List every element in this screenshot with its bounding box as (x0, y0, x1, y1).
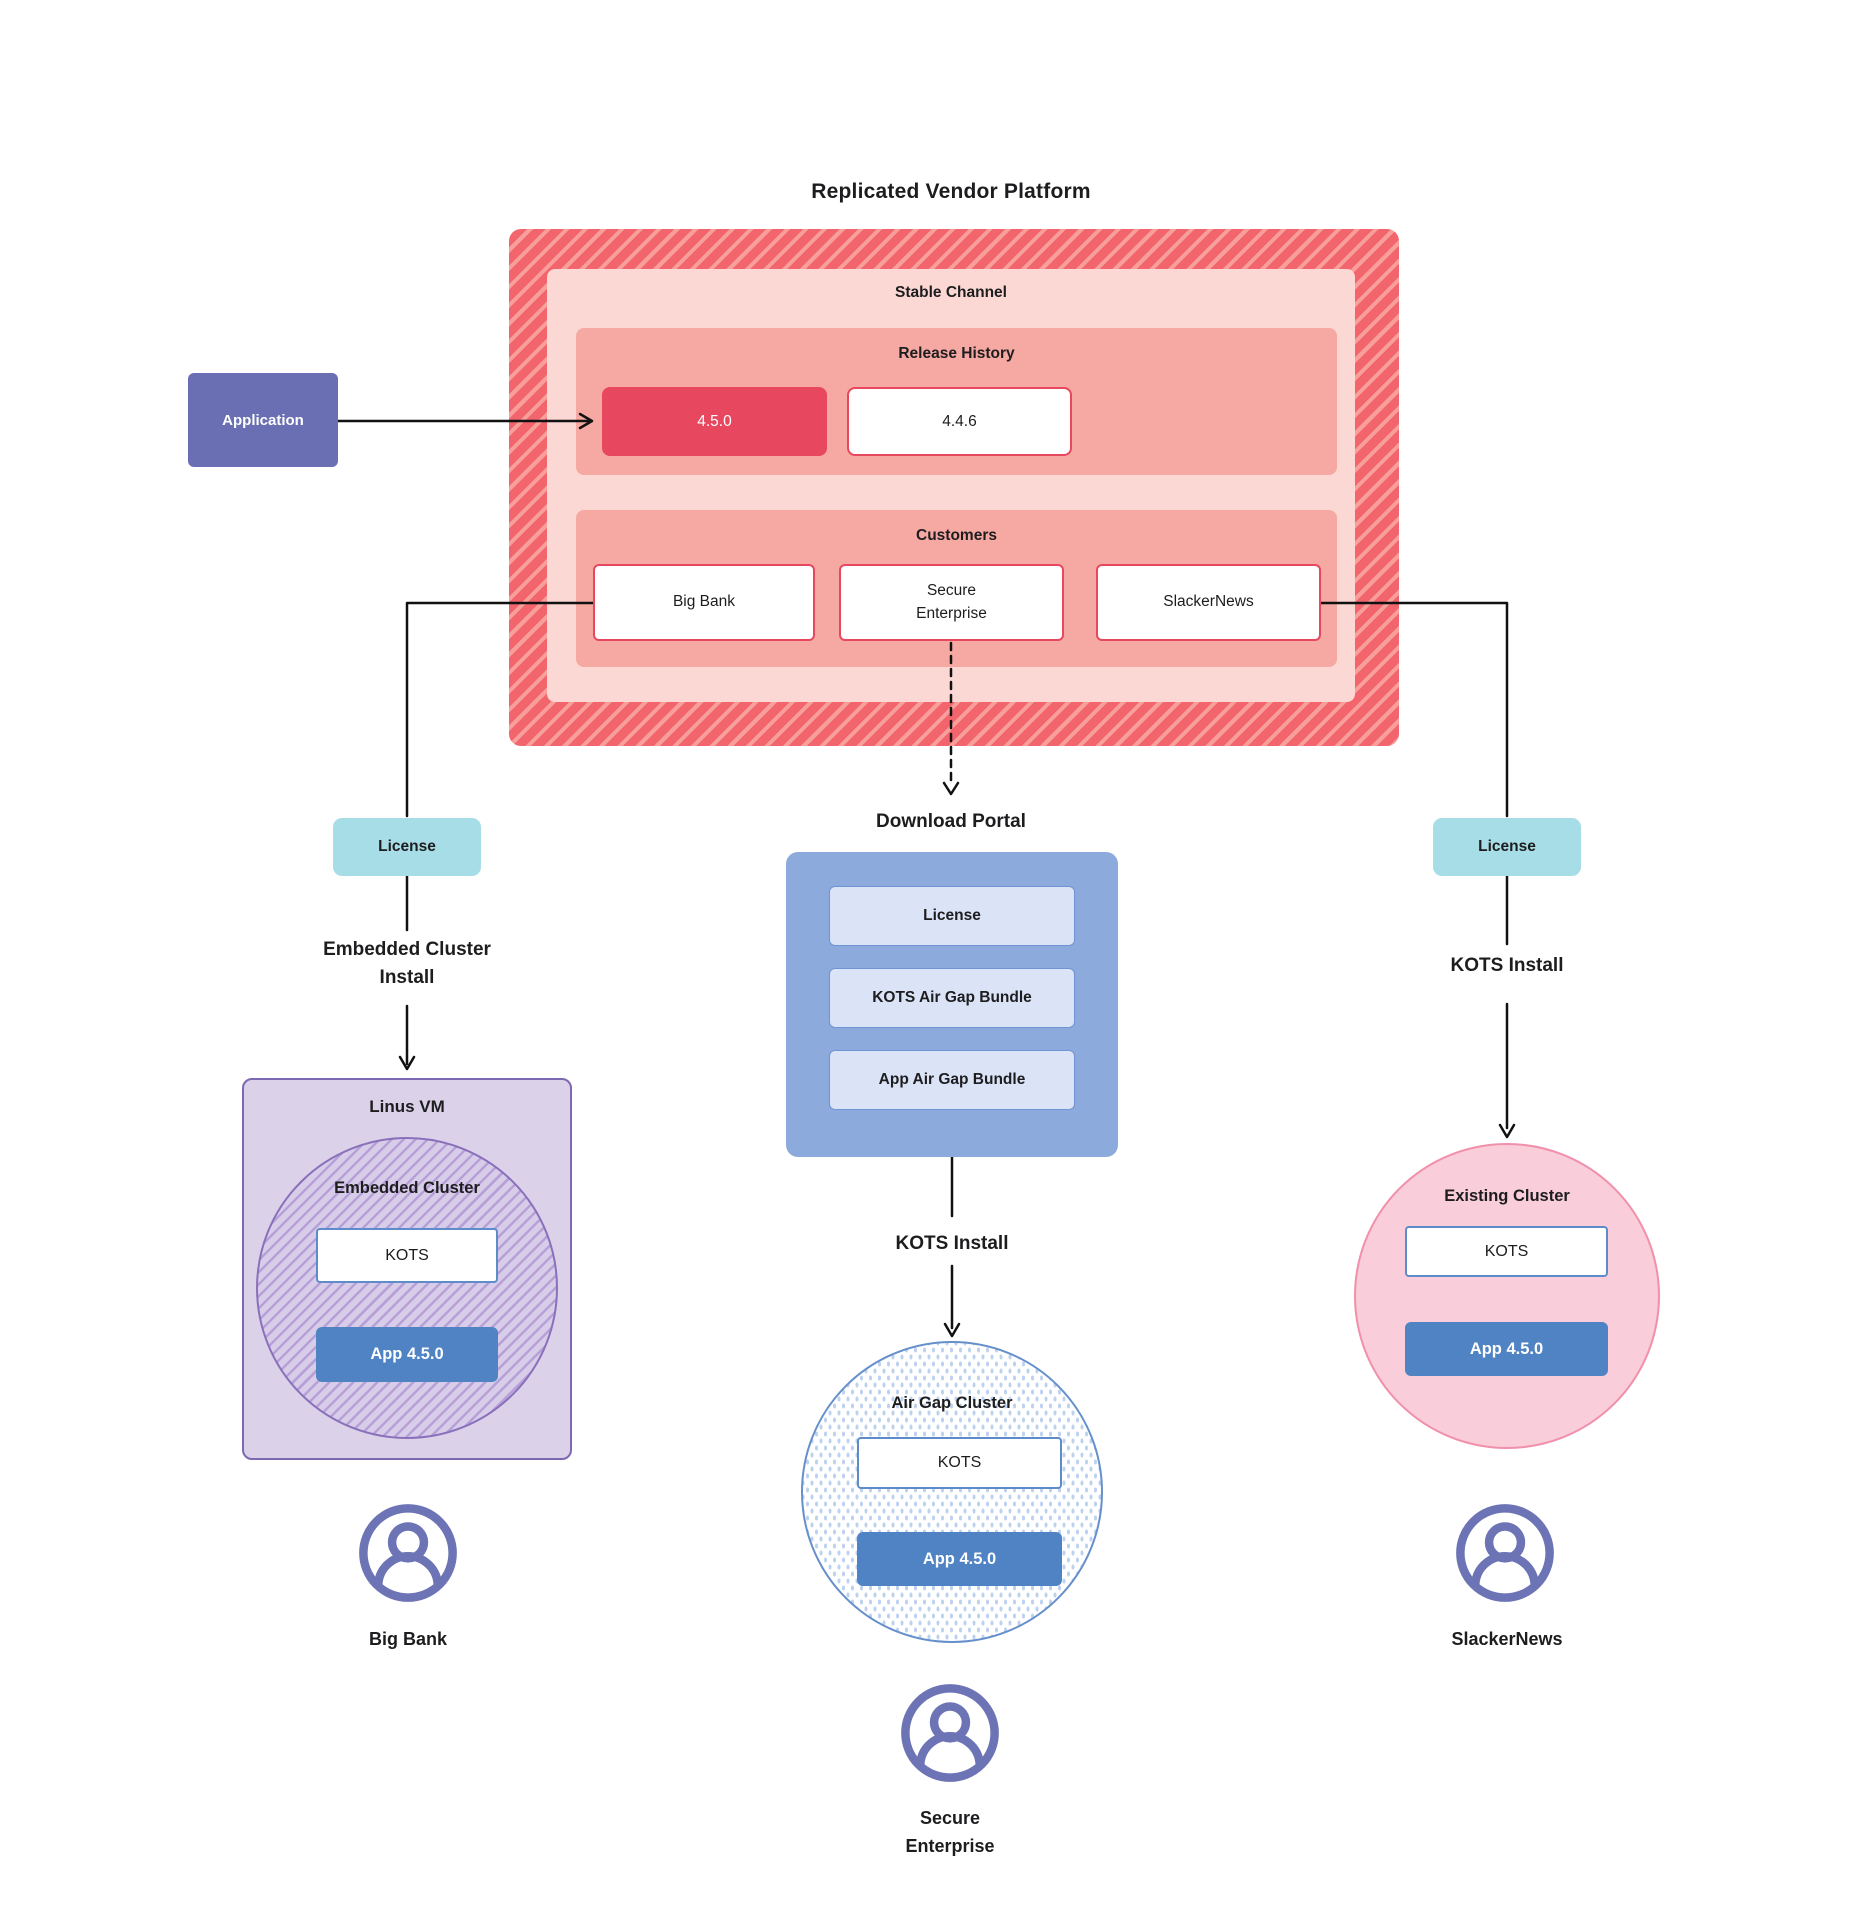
release-4-4-6: 4.4.6 (847, 387, 1072, 456)
application-node: Application (188, 373, 338, 467)
air-gap-cluster-circle (801, 1341, 1103, 1643)
customers-label: Customers (916, 527, 997, 544)
app-node-left: App 4.5.0 (316, 1327, 498, 1382)
arrowhead-install-to-linusvm (398, 1055, 416, 1071)
customer-secure-enterprise: Secure Enterprise (839, 564, 1064, 641)
arrowhead-application-to-release (578, 412, 594, 430)
portal-item-license: License (829, 886, 1075, 946)
linus-vm-label: Linus VM (369, 1097, 445, 1116)
existing-cluster-circle (1354, 1143, 1660, 1449)
kots-install-label-mid: KOTS Install (895, 1233, 1009, 1254)
license-node-left: License (333, 818, 481, 876)
arrowhead-install-to-existing (1498, 1123, 1516, 1139)
customer-slackernews: SlackerNews (1096, 564, 1321, 641)
arrowhead-install-to-airgap (943, 1322, 961, 1338)
user-icon (1456, 1504, 1554, 1602)
embedded-cluster-install-label: Embedded Cluster Install (323, 939, 491, 988)
stable-channel-label: Stable Channel (895, 284, 1007, 301)
release-4-5-0: 4.5.0 (602, 387, 827, 456)
user-icon (901, 1684, 999, 1782)
slackernews-person-label: SlackerNews (1451, 1629, 1563, 1649)
user-icon (359, 1504, 457, 1602)
kots-node-left: KOTS (316, 1228, 498, 1283)
embedded-cluster-circle (256, 1137, 558, 1439)
portal-item-kots-bundle: KOTS Air Gap Bundle (829, 968, 1075, 1028)
big-bank-person-label: Big Bank (368, 1629, 447, 1649)
connector-bigbank-to-license (405, 601, 595, 818)
release-history-label: Release History (898, 345, 1015, 362)
kots-node-mid: KOTS (857, 1437, 1062, 1489)
kots-install-label-right: KOTS Install (1450, 955, 1564, 976)
connector-slackernews-to-license (1319, 601, 1509, 818)
app-node-mid: App 4.5.0 (857, 1532, 1062, 1586)
arrowhead-secure-to-portal (942, 781, 960, 796)
secure-enterprise-person-label: Secure Enterprise (905, 1808, 995, 1856)
download-portal-label: Download Portal (876, 811, 1026, 832)
page-title: Replicated Vendor Platform (811, 180, 1091, 203)
license-node-right: License (1433, 818, 1581, 876)
portal-item-app-bundle: App Air Gap Bundle (829, 1050, 1075, 1110)
customer-secure-enterprise-label: Secure Enterprise (916, 582, 987, 622)
air-gap-cluster-label: Air Gap Cluster (891, 1394, 1013, 1412)
existing-cluster-label: Existing Cluster (1444, 1187, 1570, 1205)
embedded-cluster-label: Embedded Cluster (334, 1179, 480, 1197)
customer-big-bank: Big Bank (593, 564, 815, 641)
app-node-right: App 4.5.0 (1405, 1322, 1608, 1376)
kots-node-right: KOTS (1405, 1226, 1608, 1277)
